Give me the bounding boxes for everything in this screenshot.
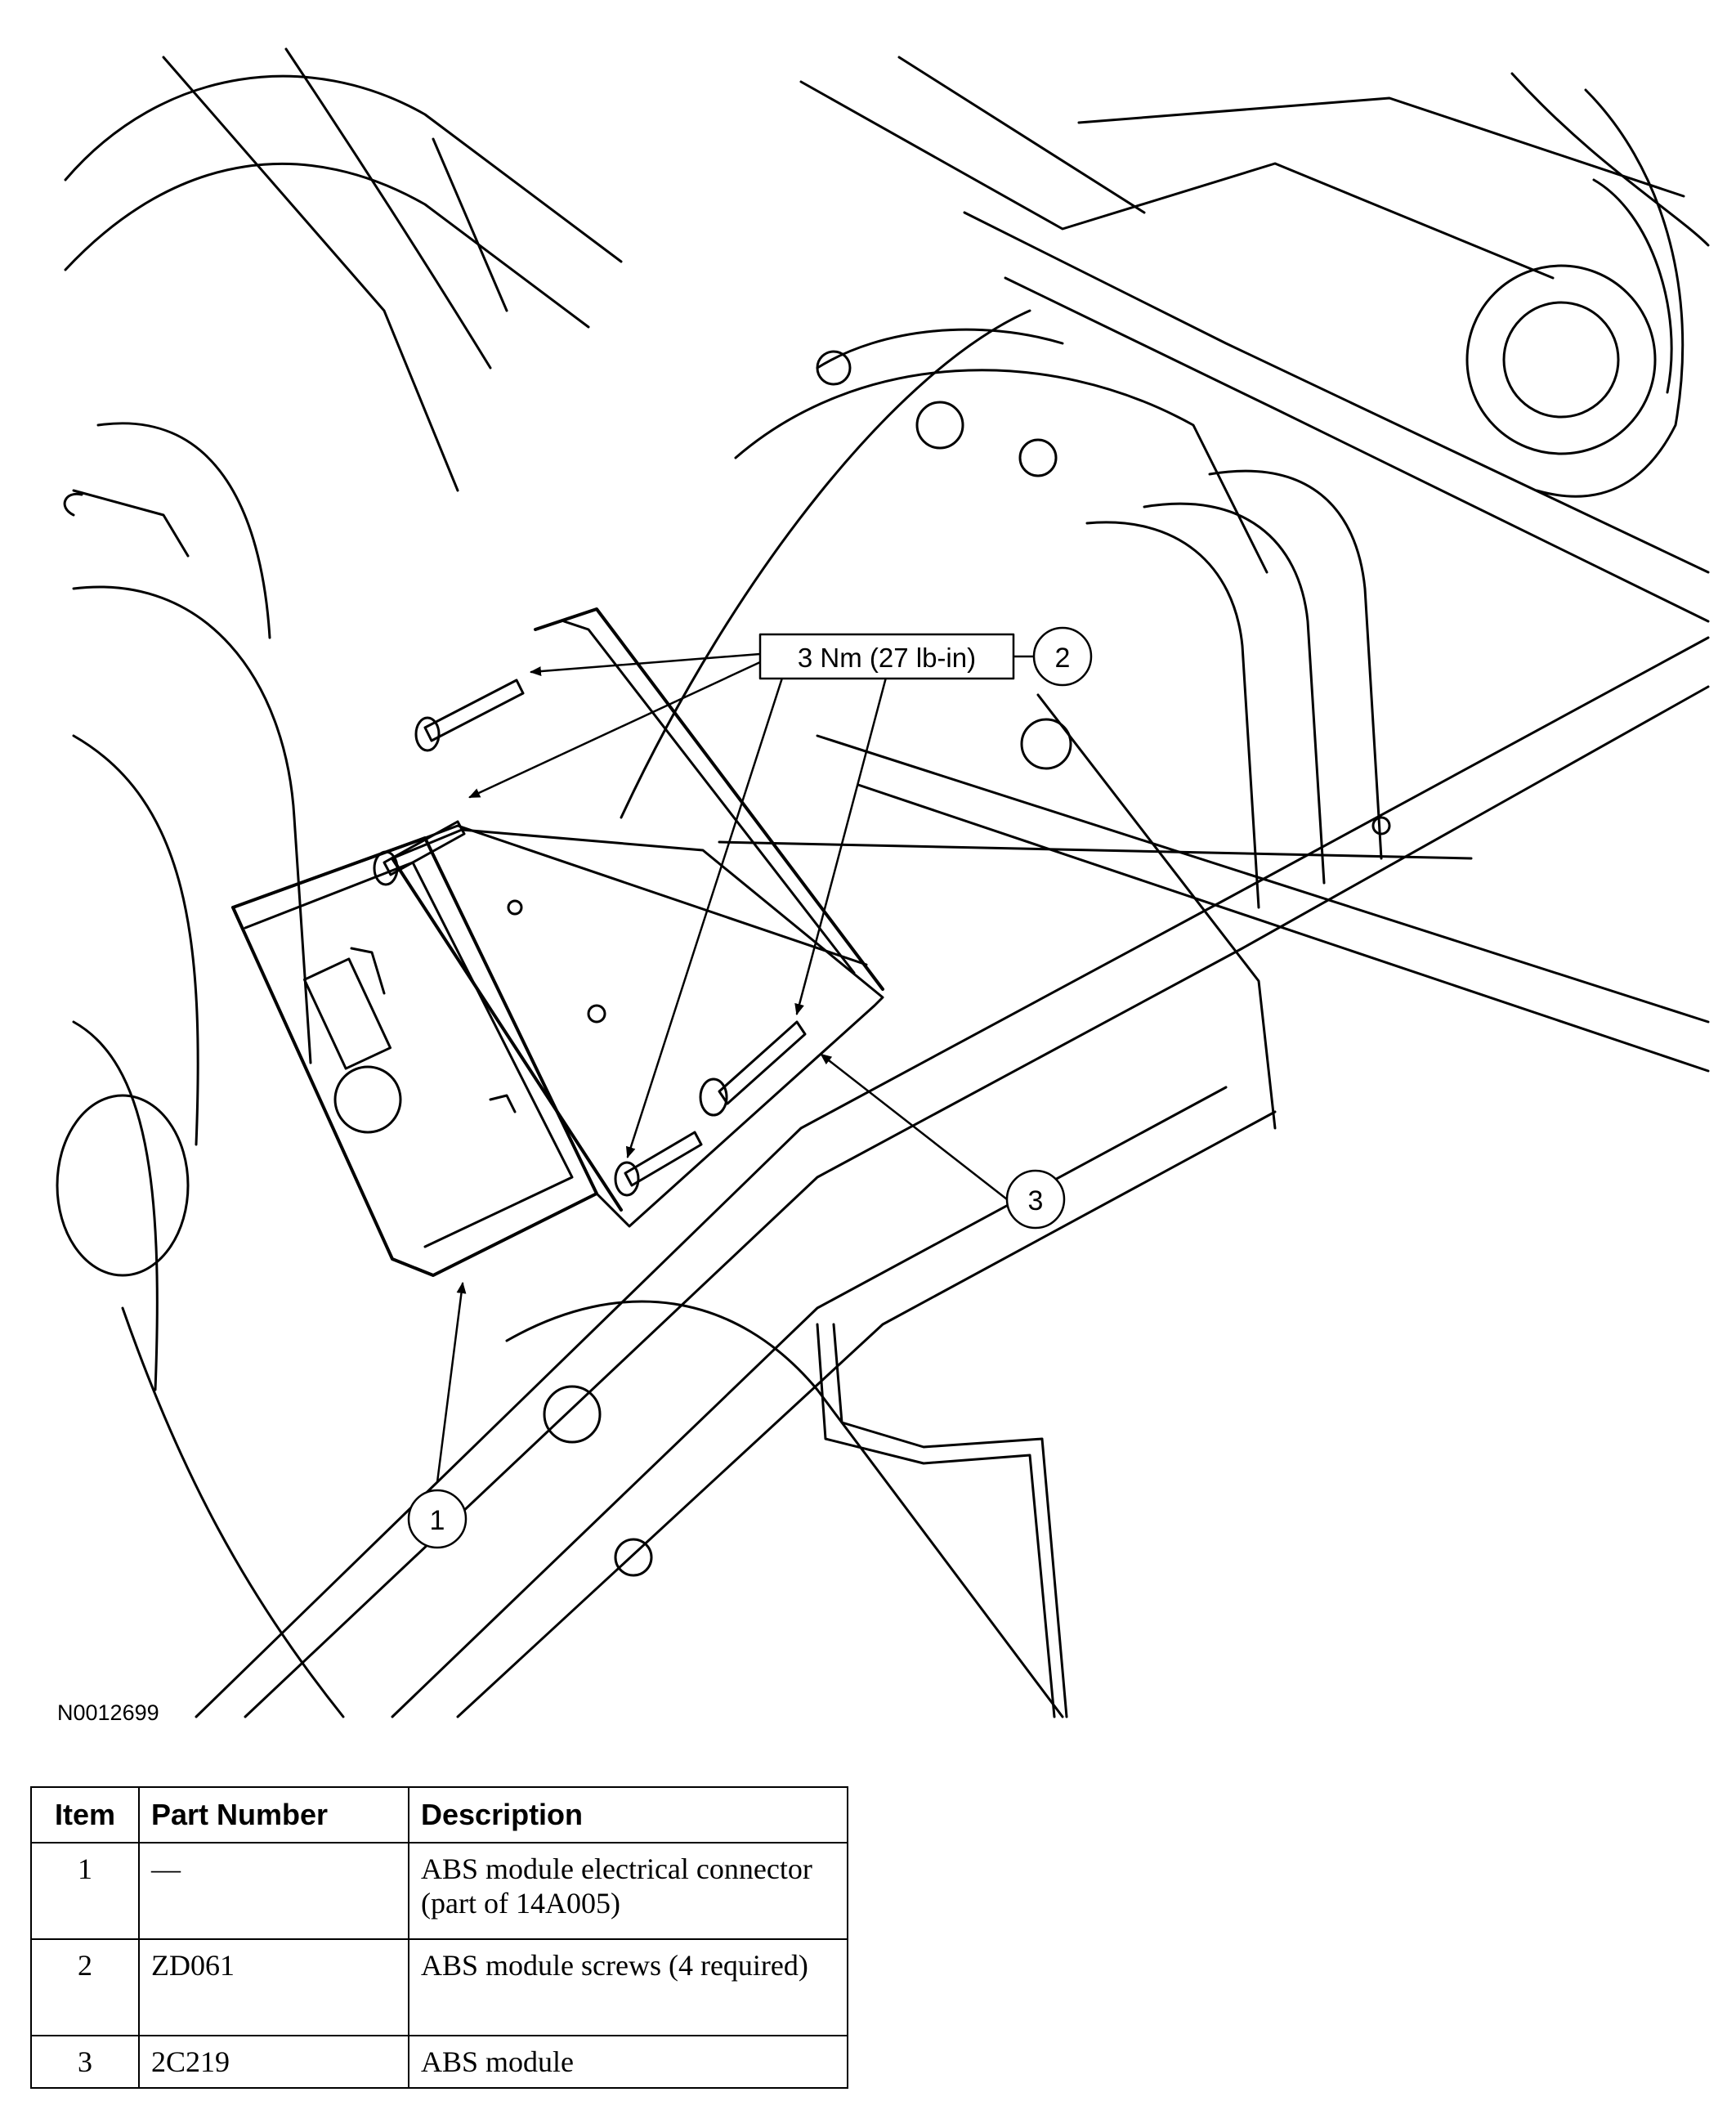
cell-description: ABS module [408, 2035, 848, 2089]
screw-lower-right [699, 1020, 807, 1117]
screws [373, 679, 807, 1197]
torque-callout-text: 3 Nm (27 lb-in) [798, 643, 976, 673]
header-part-number: Part Number [138, 1786, 409, 1843]
exploded-view-illustration: 3 Nm (27 lb-in) 2 3 1 [56, 47, 1710, 1718]
cell-part-number: — [138, 1842, 409, 1940]
callout-2: 2 [1032, 626, 1093, 687]
callout-3-number: 3 [1028, 1185, 1044, 1216]
table-row: 2 ZD061 ABS module screws (4 required) [30, 1938, 848, 2036]
leader-lines [436, 652, 1036, 1484]
screw-upper [373, 820, 466, 886]
callout-3: 3 [1005, 1169, 1066, 1230]
cell-item: 2 [30, 1938, 140, 2036]
header-description: Description [408, 1786, 848, 1843]
figure-id-label: N0012699 [54, 1700, 163, 1726]
legend-header-row: Item Part Number Description [30, 1786, 848, 1843]
cell-item: 3 [30, 2035, 140, 2089]
parts-legend-table: Item Part Number Description 1 — ABS mod… [30, 1786, 848, 2089]
torque-callout: 3 Nm (27 lb-in) [758, 633, 1015, 680]
screw-top-left [414, 679, 525, 752]
cell-description: ABS module electrical connector (part of… [408, 1842, 848, 1940]
callout-1: 1 [407, 1489, 468, 1549]
vehicle-structure-lines [56, 47, 1710, 1718]
cell-part-number: ZD061 [138, 1938, 409, 2036]
screw-bottom [614, 1131, 703, 1197]
table-row: 1 — ABS module electrical connector (par… [30, 1842, 848, 1940]
header-item: Item [30, 1786, 140, 1843]
callout-2-number: 2 [1055, 643, 1071, 674]
table-row: 3 2C219 ABS module [30, 2035, 848, 2089]
cell-item: 1 [30, 1842, 140, 1940]
callout-1-number: 1 [430, 1505, 445, 1536]
cell-description: ABS module screws (4 required) [408, 1938, 848, 2036]
abs-module-assembly [231, 607, 884, 1277]
cell-part-number: 2C219 [138, 2035, 409, 2089]
